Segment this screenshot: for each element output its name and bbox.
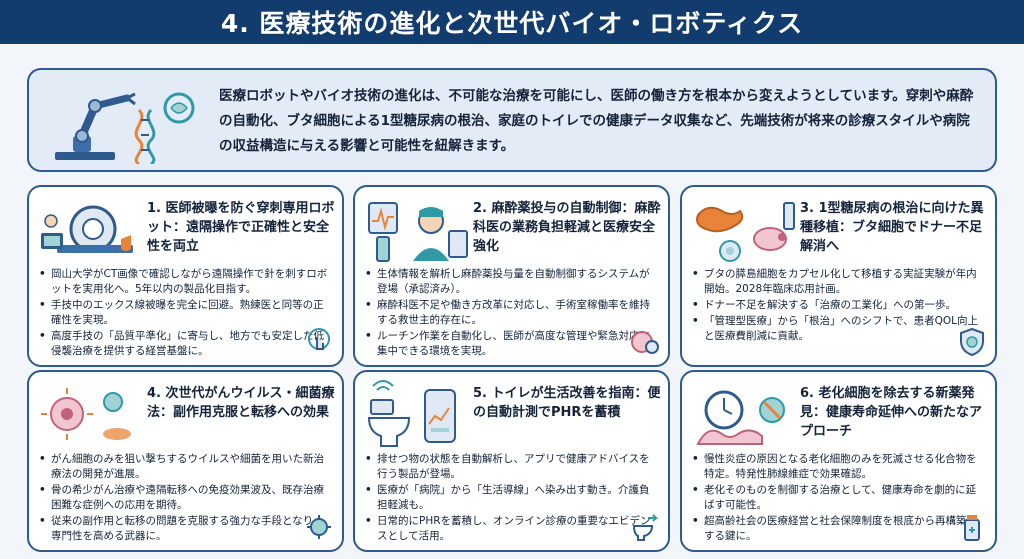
- card-title: 4. 次世代がんウイルス・細菌療法：副作用克服と転移への効果: [147, 386, 335, 420]
- list-item: 老化そのものを制御する治療として、健康寿命を劇的に延ばす可能性。: [692, 483, 982, 513]
- bullet-list: がん細胞のみを狙い撃ちするウイルスや細菌を用いた新治療法の開発が進展。 骨の希少…: [39, 452, 329, 545]
- bullet-list: 慢性炎症の原因となる老化細胞のみを死滅させる化合物を特定。特発性肺線維症で効果確…: [692, 452, 982, 545]
- card-anesthesia-control: 2. 麻酔薬投与の自動制御：麻酔科医の業務負担軽減と医療安全強化 生体情報を解析…: [353, 185, 670, 367]
- list-item: 従来の副作用と転移の問題を克服する強力な手段となり、専門性を高める武器に。: [39, 514, 329, 544]
- list-item: 生体情報を解析し麻酔薬投与量を自動制御するシステムが登場（承認済み）。: [365, 267, 655, 297]
- aging-cell-clock-icon: [696, 390, 785, 445]
- page-title: 4. 医療技術の進化と次世代バイオ・ロボティクス: [220, 9, 804, 38]
- list-item: ドナー不足を解決する「治療の工業化」への第一歩。: [692, 298, 982, 313]
- list-item: 岡山大学がCT画像で確認しながら遠隔操作で針を刺すロボットを実用化へ。5年以内の…: [39, 267, 329, 297]
- list-item: 排せつ物の状態を自動解析し、アプリで健康アドバイスを行う製品が登場。: [365, 452, 655, 482]
- intro-text: 医療ロボットやバイオ技術の進化は、不可能な治療を可能にし、医師の働き方を根本から…: [219, 88, 974, 154]
- list-item: 超高齢社会の医療経営と社会保障制度を根底から再構築をする鍵に。: [692, 514, 982, 544]
- card-title: 5. トイレが生活改善を指南：便の自動計測でPHRを蓄積: [473, 386, 661, 420]
- pig-cell-icon: [696, 202, 795, 262]
- list-item: ブタの膵島細胞をカプセル化して移植する実証実験が年内開始。2028年臨床応用計画…: [692, 267, 982, 297]
- ct-robot-icon: [41, 205, 133, 253]
- robot-arm-dna-icon: [55, 92, 195, 164]
- card-title: 3. 1型糖尿病の根治に向けた異種移植：ブタ細胞でドナー不足解消へ: [800, 201, 984, 254]
- list-item: 高度手技の「品質平準化」に寄与し、地方でも安定した低侵襲治療を提供する経営基盤に…: [39, 329, 329, 359]
- card-smart-toilet: 5. トイレが生活改善を指南：便の自動計測でPHRを蓄積 排せつ物の状態を自動解…: [353, 370, 670, 552]
- card-virus-therapy: 4. 次世代がんウイルス・細菌療法：副作用克服と転移への効果 がん細胞のみを狙い…: [27, 370, 344, 552]
- bullet-list: ブタの膵島細胞をカプセル化して移植する実証実験が年内開始。2028年臨床応用計画…: [692, 267, 982, 345]
- bullet-list: 排せつ物の状態を自動解析し、アプリで健康アドバイスを行う製品が登場。 医療が「病…: [365, 452, 655, 545]
- header-banner: 4. 医療技術の進化と次世代バイオ・ロボティクス: [0, 0, 1024, 44]
- brain-gear-icon: [631, 331, 659, 354]
- hand-touch-icon: [308, 328, 330, 350]
- card-title: 2. 麻酔薬投与の自動制御：麻酔科医の業務負担軽減と医療安全強化: [473, 201, 661, 254]
- card-puncture-robot: 1. 医師被曝を防ぐ穿刺専用ロボット：遠隔操作で正確性と安全性を両立 岡山大学が…: [27, 185, 344, 367]
- list-item: 慢性炎症の原因となる老化細胞のみを死滅させる化合物を特定。特発性肺線維症で効果確…: [692, 452, 982, 482]
- card-senolytic-drug: 6. 老化細胞を除去する新薬発見：健康寿命延伸への新たなアプローチ 慢性炎症の原…: [680, 370, 997, 552]
- card-xenotransplant: 3. 1型糖尿病の根治に向けた異種移植：ブタ細胞でドナー不足解消へ ブタの膵島細…: [680, 185, 997, 367]
- list-item: ルーチン作業を自動化し、医師が高度な管理や緊急対応に集中できる環境を実現。: [365, 329, 655, 359]
- toilet-arrow-icon: [632, 514, 659, 541]
- list-item: 骨の希少がん治療や遠隔転移への免疫効果波及、既存治療困難な症例への応用を期待。: [39, 483, 329, 513]
- smart-toilet-icon: [367, 380, 456, 447]
- bullet-list: 生体情報を解析し麻酔薬投与量を自動制御するシステムが登場（承認済み）。 麻酔科医…: [365, 267, 655, 360]
- medicine-bottle-icon: [964, 515, 980, 541]
- virus-icon: [307, 515, 331, 539]
- shield-cell-icon: [960, 327, 984, 357]
- card-title: 6. 老化細胞を除去する新薬発見：健康寿命延伸への新たなアプローチ: [800, 386, 983, 439]
- list-item: 「管理型医療」から「根治」へのシフトで、患者QOL向上と医療費削減に貢献。: [692, 314, 982, 344]
- list-item: がん細胞のみを狙い撃ちするウイルスや細菌を用いた新治療法の開発が進展。: [39, 452, 329, 482]
- list-item: 麻酔科医不足や働き方改革に対応し、手術室稼働率を維持する救世主的存在に。: [365, 298, 655, 328]
- intro-panel: 医療ロボットやバイオ技術の進化は、不可能な治療を可能にし、医師の働き方を根本から…: [27, 68, 997, 172]
- list-item: 医療が「病院」から「生活導線」へ染み出す動き。介護負担軽減も。: [365, 483, 655, 513]
- card-title: 1. 医師被曝を防ぐ穿刺専用ロボット：遠隔操作で正確性と安全性を両立: [147, 201, 335, 254]
- anesthesia-monitor-icon: [368, 202, 468, 262]
- bullet-list: 岡山大学がCT画像で確認しながら遠隔操作で針を刺すロボットを実用化へ。5年以内の…: [39, 267, 329, 360]
- list-item: 日常的にPHRを蓄積し、オンライン診療の重要なエビデンスとして活用。: [365, 514, 655, 544]
- virus-cell-icon: [41, 388, 131, 440]
- list-item: 手技中のエックス線被曝を完全に回避。熟練医と同等の正確性を実現。: [39, 298, 329, 328]
